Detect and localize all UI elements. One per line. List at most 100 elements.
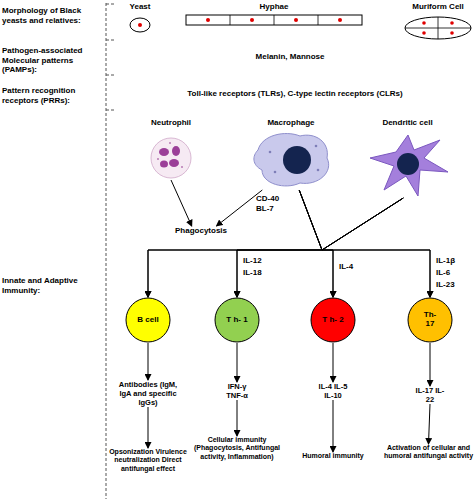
neutrophil-lobe	[159, 148, 169, 156]
arrow-connector	[333, 400, 334, 452]
cell-name: T h- 1	[226, 316, 248, 325]
arrow-connector	[148, 190, 322, 297]
arrow-connector	[237, 343, 238, 382]
node-text: Yeast	[118, 2, 162, 11]
node-text: Neutrophil	[140, 118, 202, 127]
node-text: IFN-γ TNF-α	[220, 382, 254, 400]
b-cell-circle: B cell	[125, 297, 171, 343]
node-text: Hyphae	[185, 2, 363, 11]
arrow-connector	[299, 190, 430, 297]
arrow-connector	[237, 198, 403, 297]
cytokine-label: IL-1β	[436, 256, 472, 266]
node-text: Dendritic cell	[365, 118, 450, 127]
cytokine-text: IL-4 IL-5 IL-10	[318, 382, 348, 400]
granule	[169, 142, 171, 144]
arrow-connector	[217, 190, 263, 226]
dendritic-cell: Dendritic cell	[365, 118, 450, 198]
muriform-cell: Muriform Cell	[402, 2, 474, 40]
cytokine-label: IL-18	[243, 268, 283, 278]
node-text: Antibodies (IgM, IgA and specific IgGs)	[117, 380, 179, 407]
granule	[315, 145, 318, 148]
arrow-connector	[333, 343, 334, 382]
node-text: IL-17 IL-22	[415, 386, 445, 404]
yeast-cell: Yeast	[118, 2, 162, 34]
divider-line	[106, 3, 107, 499]
nucleus-dot	[450, 21, 454, 25]
neutrophil-lobe	[172, 146, 180, 156]
granule	[269, 151, 272, 154]
node-text: Cellular immunity (Phagocytosis, Antifun…	[192, 436, 282, 461]
cell-name: B cell	[137, 316, 159, 325]
row-heading: Pattern recognition receptors (PRRs):	[2, 86, 102, 105]
arrow-connector	[322, 198, 403, 297]
arrow-connector	[299, 190, 333, 297]
outcome-text: Activation of cellular and humoral antif…	[383, 444, 474, 461]
macrophage-nucleus	[283, 146, 311, 174]
nucleus-dot	[422, 21, 426, 25]
nucleus-dot	[250, 18, 254, 22]
node-text: Opsonization Virulence neutralization Di…	[98, 448, 198, 473]
cytokine-text: IFN-γ TNF-α	[220, 382, 254, 400]
cytokine-label: IL-6	[436, 268, 472, 278]
cell-circle	[408, 298, 452, 342]
nucleus-dot	[294, 18, 298, 22]
dendritic-body	[370, 135, 448, 196]
cytokine-label: IL-23	[436, 280, 472, 290]
dendritic-nucleus	[397, 153, 419, 175]
row-tick	[106, 40, 116, 41]
node-text: Macrophage	[250, 118, 332, 127]
outcome-text: Opsonization Virulence neutralization Di…	[98, 448, 198, 473]
arrow-connector	[237, 400, 238, 436]
granule	[157, 158, 159, 160]
septum-line	[318, 15, 319, 25]
th2-circle: T h- 2	[310, 297, 356, 343]
process-label: Phagocytosis	[170, 226, 232, 235]
cell-name: Th- 17	[419, 311, 441, 329]
septum-line	[230, 15, 231, 25]
neutrophil-lobe	[169, 159, 179, 167]
arrow-connector	[148, 343, 149, 380]
nucleus-dot	[338, 18, 342, 22]
outcome-text: Cellular immunity (Phagocytosis, Antifun…	[192, 436, 282, 461]
arrow-connector	[430, 343, 431, 386]
septum-line	[405, 28, 471, 29]
pamp-text: Melanin, Mannose	[190, 52, 390, 62]
neutrophil-cell: Neutrophil	[140, 118, 202, 180]
row-heading: Pathogen-associated Molecular patterns (…	[2, 46, 102, 75]
antibody-text: Antibodies (IgM, IgA and specific IgGs)	[117, 380, 179, 407]
cell-circle	[215, 298, 259, 342]
cell-name: T h- 2	[322, 316, 344, 325]
th1-circle: T h- 1	[214, 297, 260, 343]
row-heading: Innate and Adaptive Immunity:	[2, 276, 102, 295]
hyphae-shape	[186, 15, 362, 25]
arrow-connector	[429, 404, 431, 444]
arrow-connector	[148, 198, 403, 297]
macrophage-body	[254, 134, 329, 186]
prr-text: Toll-like receptors (TLRs), C-type lecti…	[120, 89, 470, 99]
node-text: Phagocytosis	[170, 226, 232, 235]
marker-label: CD-40	[256, 194, 296, 204]
arrow-connector	[171, 180, 192, 226]
neutrophil-lobe	[160, 161, 168, 168]
th17-circle: Th- 17	[407, 297, 453, 343]
node-text: Muriform Cell	[402, 2, 474, 11]
cytokine-text: IL-17 IL-22	[415, 386, 445, 404]
muriform-shape	[405, 17, 471, 39]
nucleus-dot	[450, 31, 454, 35]
row-tick	[106, 75, 116, 76]
cell-circle	[126, 298, 170, 342]
septum-line	[274, 15, 275, 25]
node-text: Humoral immunity	[300, 452, 366, 460]
outcome-text: Humoral immunity	[300, 452, 366, 460]
yeast-shape	[130, 18, 150, 32]
marker-label: BL-7	[256, 204, 296, 214]
row-tick	[106, 110, 116, 111]
granule	[317, 169, 320, 172]
granule	[274, 171, 277, 174]
cytokine-label: IL-12	[243, 256, 283, 266]
row-heading: Morphology of Black yeasts and relatives…	[2, 6, 102, 25]
nucleus-dot	[138, 23, 142, 27]
